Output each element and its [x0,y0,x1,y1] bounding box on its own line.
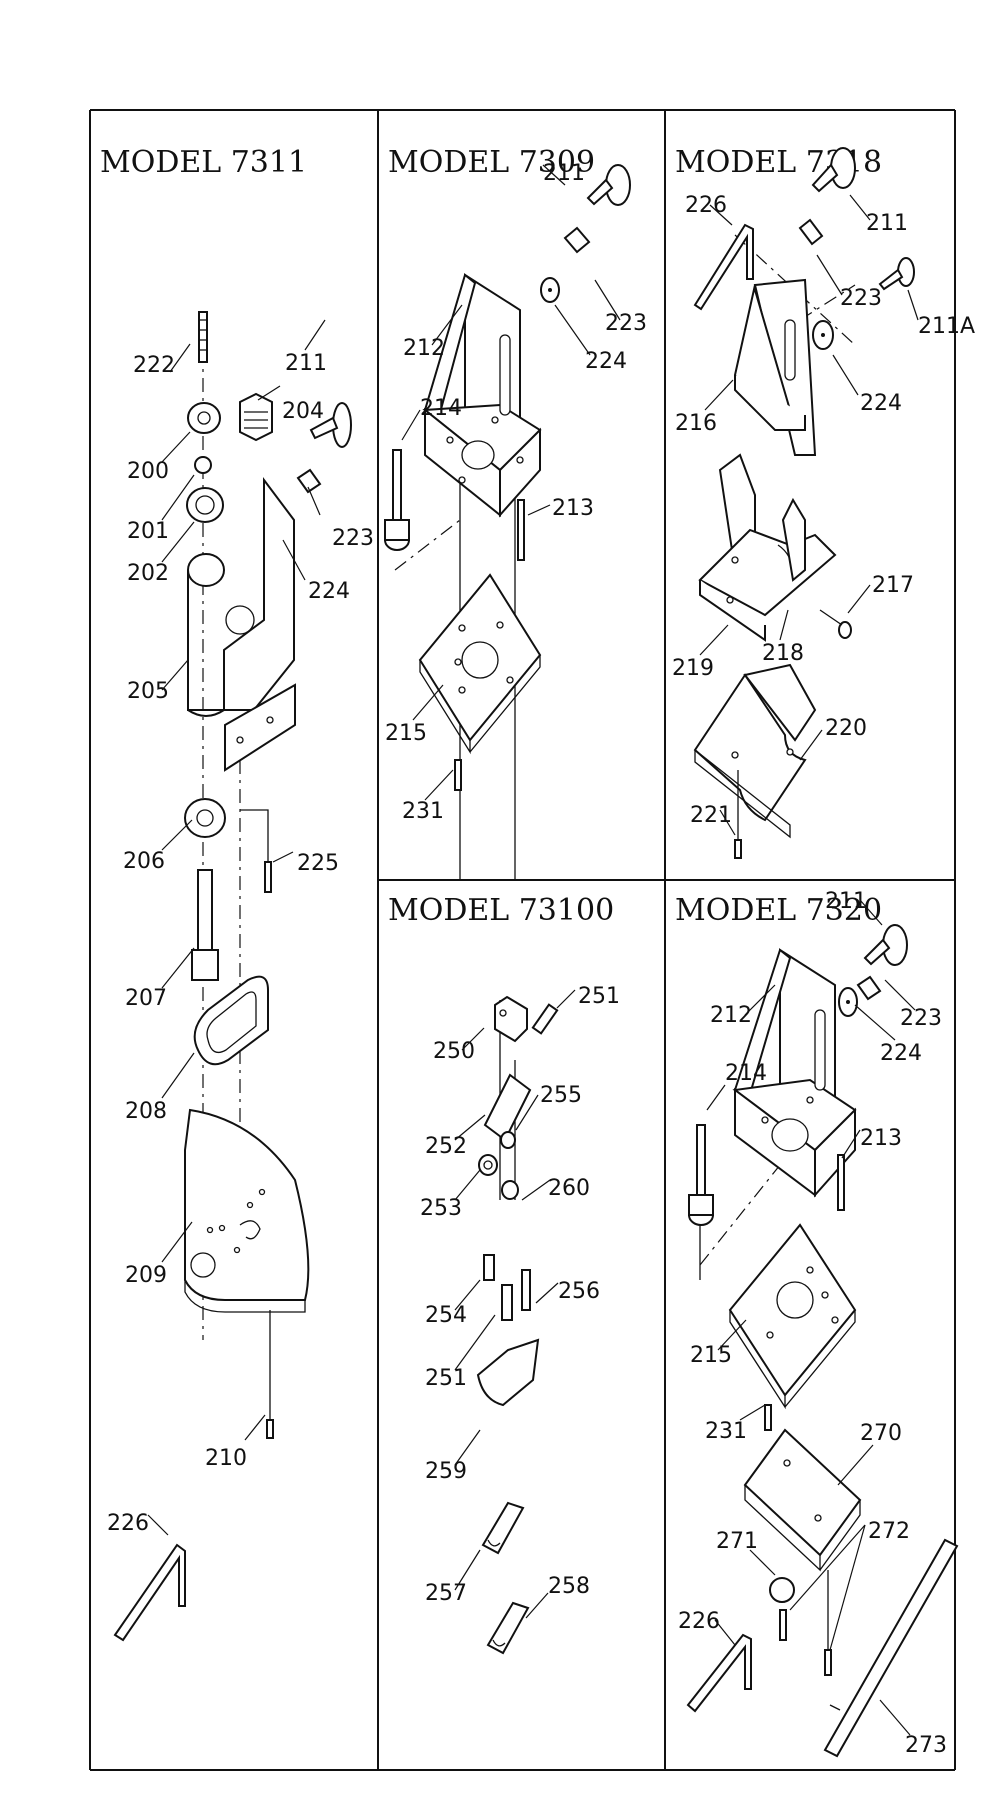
part-label: 223 [840,286,882,311]
part-label: 257 [425,1581,467,1606]
part-label: 215 [385,721,427,746]
part-label: 201 [127,519,169,544]
part-label: 218 [762,641,804,666]
part-label: 224 [880,1041,922,1066]
model-7309-title: MODEL 7309 [388,145,595,180]
part-label: 205 [127,679,169,704]
part-label: 231 [705,1419,747,1444]
model-7320-drawing [686,899,959,1758]
part-label: 214 [420,396,462,421]
part-labels-73100: 250 251 252 255 253 260 254 256 251 259 … [420,984,620,1606]
part-label: 226 [678,1609,720,1634]
part-label: 200 [127,459,169,484]
part-label: 208 [125,1099,167,1124]
part-label: 250 [433,1039,475,1064]
part-label: 224 [585,349,627,374]
part-label: 212 [710,1003,752,1028]
part-label: 220 [825,716,867,741]
part-label: 254 [425,1303,467,1328]
part-label: 270 [860,1421,902,1446]
panel-frame [89,109,956,1771]
model-73100-drawing [454,989,576,1655]
part-label: 224 [308,579,350,604]
model-7311-title: MODEL 7311 [100,145,307,180]
part-label: 251 [578,984,620,1009]
part-label: 223 [332,526,374,551]
part-label: 219 [672,656,714,681]
part-label: 222 [133,353,175,378]
part-labels-7309: 211 223 212 224 214 213 215 231 [385,161,647,824]
part-label: 259 [425,1459,467,1484]
part-label: 260 [548,1176,590,1201]
part-label: 210 [205,1446,247,1471]
part-labels-7320: 211 223 212 224 214 213 215 231 270 271 … [678,889,947,1758]
part-label: 213 [552,496,594,521]
part-label: 221 [690,803,732,828]
part-label: 206 [123,849,165,874]
part-label: 223 [900,1006,942,1031]
part-label: 211 [543,161,585,186]
model-7320-title: MODEL 7320 [675,893,882,928]
model-73100-title: MODEL 73100 [388,893,614,928]
part-label: 216 [675,411,717,436]
part-label: 225 [297,851,339,876]
part-label: 211A [918,314,975,339]
part-label: 211 [825,889,867,914]
part-label: 272 [868,1519,910,1544]
part-label: 256 [558,1279,600,1304]
part-label: 202 [127,561,169,586]
part-label: 204 [282,399,324,424]
part-label: 214 [725,1061,767,1086]
part-labels-7311: 222 211 204 200 201 202 223 224 205 206 … [107,351,374,1536]
part-label: 258 [548,1574,590,1599]
part-label: 252 [425,1134,467,1159]
part-label: 253 [420,1196,462,1221]
part-label: 226 [107,1511,149,1536]
model-7311-drawing [113,311,352,1642]
part-label: 255 [540,1083,582,1108]
model-7318-drawing [693,147,919,859]
part-label: 213 [860,1126,902,1151]
part-label: 273 [905,1733,947,1758]
part-label: 211 [285,351,327,376]
part-label: 215 [690,1343,732,1368]
part-label: 211 [866,211,908,236]
part-label: 224 [860,391,902,416]
part-labels-7318: 226 211 223 211A 216 224 217 219 218 220… [672,193,975,828]
part-label: 207 [125,986,167,1011]
part-label: 212 [403,336,445,361]
part-label: 209 [125,1263,167,1288]
part-label: 226 [685,193,727,218]
part-label: 217 [872,573,914,598]
part-label: 223 [605,311,647,336]
part-label: 231 [402,799,444,824]
part-label: 251 [425,1366,467,1391]
model-7309-drawing [384,164,631,880]
part-label: 271 [716,1529,758,1554]
